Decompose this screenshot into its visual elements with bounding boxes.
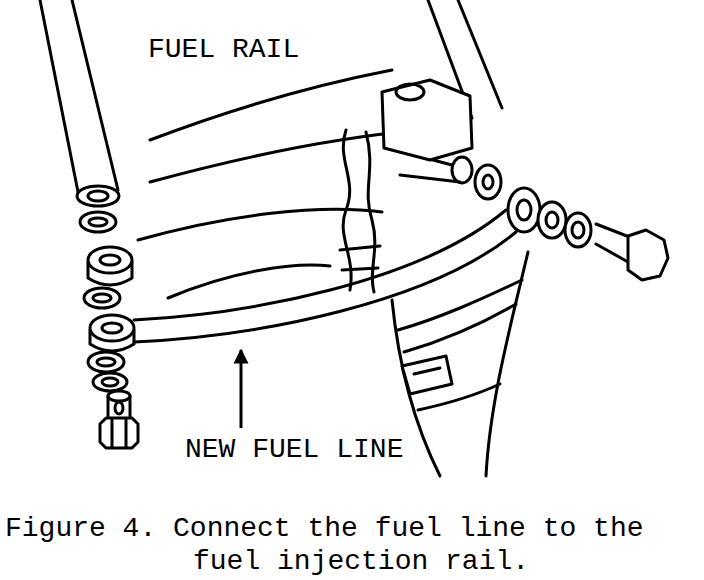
fuel-line	[134, 210, 506, 320]
injector	[340, 246, 380, 270]
washer	[88, 352, 124, 372]
figure-caption: Figure 4. Connect the fuel line to the f…	[5, 512, 695, 578]
rail-end	[77, 186, 119, 206]
washer	[572, 222, 584, 238]
bolt-head	[100, 418, 138, 448]
fuel-line	[134, 232, 516, 342]
engine-line	[168, 265, 330, 298]
engine-line	[150, 70, 392, 140]
bolt	[108, 391, 130, 401]
fitting	[88, 247, 132, 273]
rail-tube	[72, 0, 118, 190]
hose-rib	[404, 304, 516, 352]
bolt-head	[628, 230, 668, 280]
part-label: NEW FUEL LINE	[185, 434, 403, 466]
washer	[93, 373, 127, 391]
hose-clamp	[414, 368, 440, 374]
bolt	[115, 402, 123, 414]
part-label: FUEL RAIL	[148, 34, 299, 66]
pressure-regulator	[396, 84, 424, 100]
bolt-head	[112, 420, 126, 447]
hose-clamp	[402, 356, 452, 394]
pressure-regulator	[382, 80, 472, 160]
washer	[80, 212, 116, 232]
banjo-fitting	[517, 200, 531, 220]
rail-end	[88, 191, 108, 201]
injector	[343, 130, 351, 290]
washer	[483, 175, 493, 189]
washer	[546, 212, 558, 228]
banjo-fitting	[90, 315, 134, 341]
washer	[89, 218, 107, 226]
banjo-fitting	[102, 323, 122, 333]
fitting	[100, 255, 120, 265]
rail-tube	[40, 0, 78, 192]
leader-arrow	[240, 350, 243, 428]
washer	[565, 213, 591, 247]
washer	[93, 294, 111, 302]
washer	[97, 358, 115, 366]
hose-rib	[398, 280, 522, 330]
engine-line	[150, 130, 422, 182]
washer	[84, 288, 120, 308]
fitting	[452, 157, 472, 183]
washer	[475, 165, 501, 199]
banjo-fitting	[508, 188, 540, 232]
washer	[102, 378, 118, 386]
washer	[538, 202, 566, 238]
